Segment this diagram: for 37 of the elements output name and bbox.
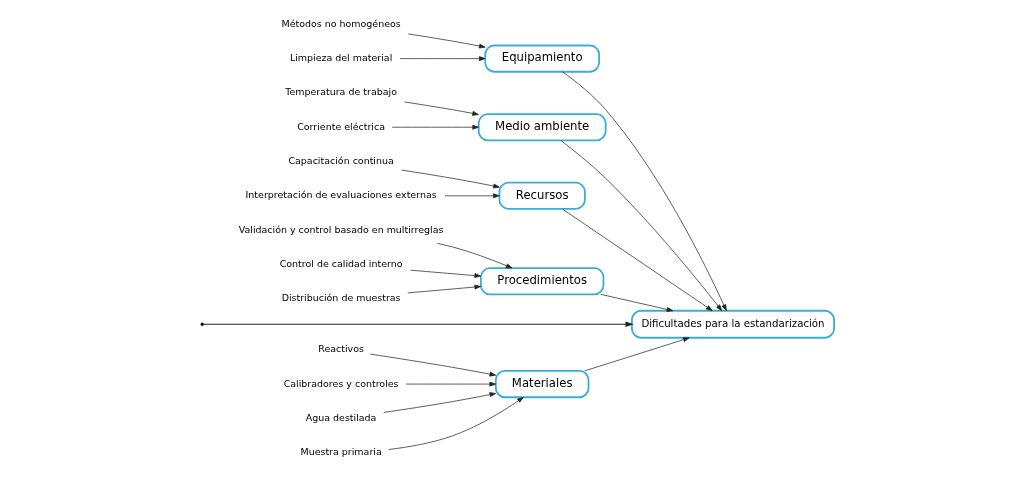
node-text: Control de calidad interno	[279, 257, 403, 269]
node-box: Medio ambiente	[477, 113, 607, 142]
arrow	[399, 56, 486, 61]
node-text: Capacitación continua	[287, 154, 394, 166]
node-text: Reactivos	[317, 343, 364, 355]
arrow	[407, 33, 486, 49]
arrow	[444, 193, 500, 199]
node-box: Materiales	[494, 370, 589, 399]
node-box: Procedimientos	[479, 267, 604, 296]
node-box: Recursos	[498, 181, 586, 210]
node-text: Calibradores y controles	[283, 377, 399, 389]
arrow	[406, 284, 481, 294]
arrow	[583, 337, 690, 372]
arrow	[369, 353, 496, 377]
arrow	[387, 397, 524, 450]
node-text: Limpieza del material	[289, 52, 392, 64]
arrow	[403, 101, 479, 116]
arrow	[561, 208, 713, 312]
node-text: Validación y control basado en multirreglas	[238, 223, 443, 235]
arrow	[391, 124, 479, 130]
node-text: Distribución de muestras	[281, 292, 401, 304]
node-text: Agua destilada	[305, 411, 376, 423]
node-box: Equipamiento	[483, 44, 600, 73]
arrow	[405, 381, 496, 387]
arrow	[382, 392, 496, 413]
arrow	[409, 269, 481, 278]
node-text: Corriente eléctrica	[296, 120, 385, 132]
node-text: Temperatura de trabajo	[284, 86, 397, 98]
arrow	[400, 169, 500, 189]
arrow	[560, 140, 722, 312]
node-text: Muestra primaria	[299, 446, 382, 458]
arrow	[202, 321, 634, 328]
arrow	[599, 293, 673, 312]
arrow	[561, 71, 727, 311]
arrow	[436, 242, 512, 269]
node-text: Interpretación de evaluaciones externas	[245, 189, 437, 201]
node-text: Métodos no homogéneos	[280, 17, 401, 29]
